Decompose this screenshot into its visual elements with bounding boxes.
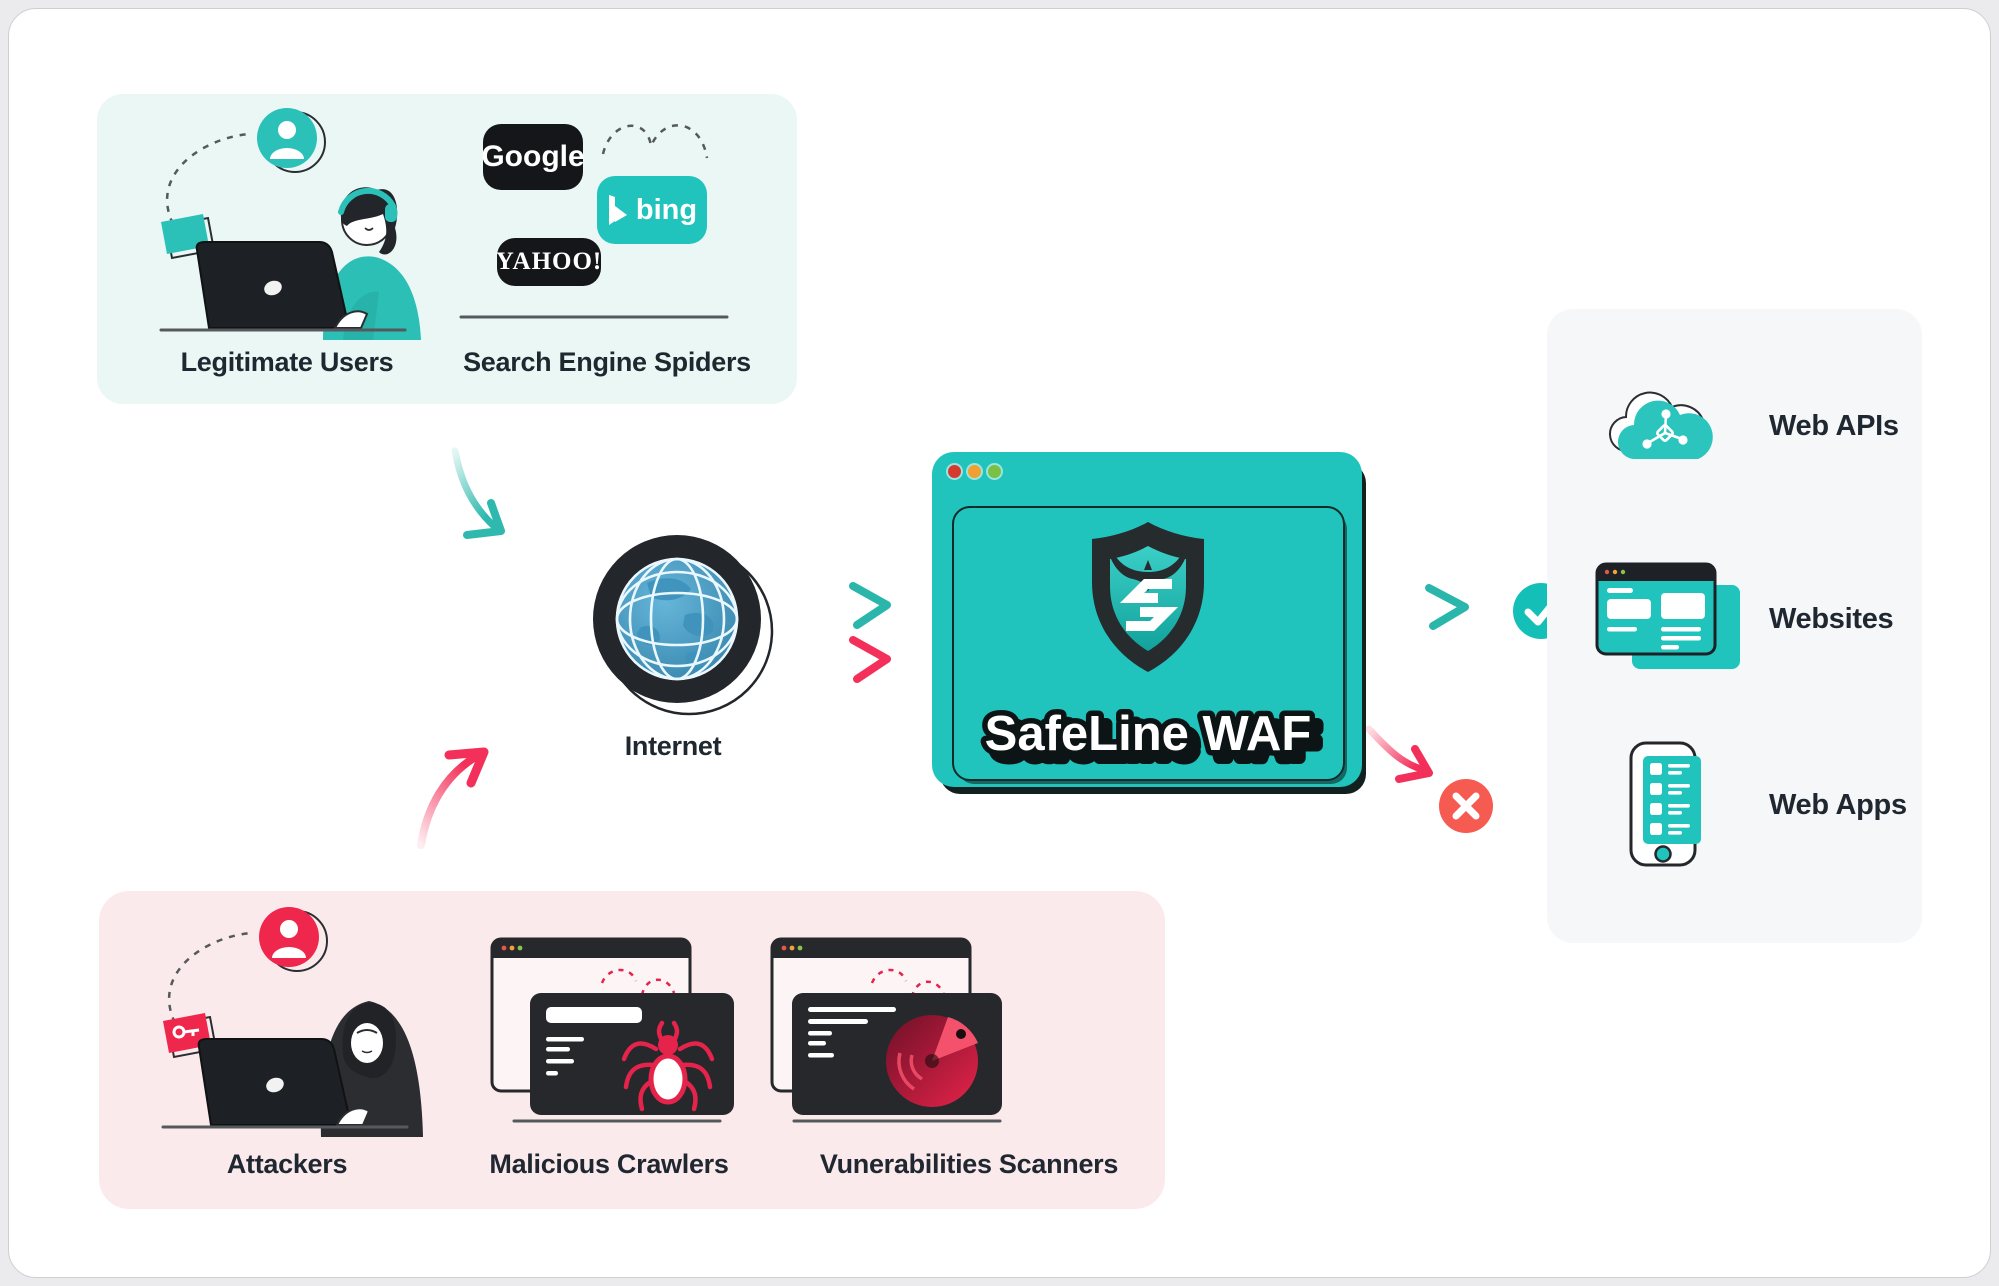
diagram-canvas: Google bing YAHOO! Legitimate Users Sear… <box>8 8 1991 1278</box>
waf-title: SafeLine WAF SafeLine WAF <box>979 702 1325 774</box>
safeline-shield-logo-icon <box>1092 522 1204 672</box>
dashed-signal-icon <box>870 968 946 998</box>
terminal-lines <box>546 1007 642 1076</box>
bing-logo-chip: bing <box>597 176 707 244</box>
websites-label: Websites <box>1769 603 1894 635</box>
arrow-trusted-to-internet <box>451 447 505 539</box>
web-apis-label: Web APIs <box>1769 410 1899 442</box>
dashed-path-icon <box>167 931 252 1024</box>
search-engine-spiders-label: Search Engine Spiders <box>463 347 751 377</box>
arrow-internet-to-waf-allowed <box>797 582 891 629</box>
browser-window-icon <box>1595 562 1740 669</box>
spider-icon <box>621 1020 715 1112</box>
safeline-waf-window: SafeLine WAF SafeLine WAF <box>932 452 1362 787</box>
yahoo-logo-chip: YAHOO! <box>495 238 603 286</box>
minimize-dot-icon <box>968 465 981 478</box>
vulnerability-scanner-icon <box>770 937 1002 1123</box>
api-node-dots <box>1642 409 1688 449</box>
trusted-traffic-panel: Google bing YAHOO! Legitimate Users Sear… <box>97 94 797 404</box>
threats-panel: Attackers Malicious Crawlers Vunerabilit… <box>99 891 1165 1209</box>
waf-inner-frame: SafeLine WAF SafeLine WAF <box>952 506 1345 781</box>
dashed-path-icon <box>165 132 250 225</box>
person-figure <box>323 187 421 340</box>
app-list-rows <box>1650 763 1690 835</box>
arrow-internet-to-waf-malicious <box>797 636 891 683</box>
maximize-dot-icon <box>988 465 1001 478</box>
yahoo-logo-text: YAHOO! <box>495 248 603 275</box>
arrow-waf-to-blocked <box>1365 725 1433 783</box>
arrow-attackers-to-internet <box>417 747 489 849</box>
desk-line <box>459 315 729 319</box>
browser-content-blocks <box>1607 588 1705 650</box>
legitimate-user-illustration <box>159 108 421 340</box>
globe-grid <box>615 557 739 681</box>
malicious-crawlers-label: Malicious Crawlers <box>489 1149 729 1179</box>
waf-title-shadow-text: SafeLine WAF <box>993 715 1320 769</box>
waf-title-text: SafeLine WAF <box>985 707 1312 761</box>
x-icon <box>1452 792 1480 820</box>
window-traffic-lights <box>948 465 1001 478</box>
terminal-lines <box>808 1007 896 1058</box>
bing-logo-text: bing <box>635 193 698 226</box>
dashed-web-icon <box>600 968 676 996</box>
google-logo-text: Google <box>481 140 585 173</box>
internet-globe-icon <box>593 535 774 716</box>
close-dot-icon <box>948 465 961 478</box>
blocked-badge <box>1439 779 1493 833</box>
legitimate-users-label: Legitimate Users <box>180 347 394 377</box>
protected-destinations-panel: Web APIs Websites <box>1547 309 1922 943</box>
user-avatar-icon <box>257 108 326 173</box>
laptop-icon <box>197 1038 371 1126</box>
attacker-illustration <box>161 907 423 1137</box>
radar-icon <box>886 1015 978 1107</box>
shield-s-glyph <box>1119 579 1179 631</box>
attacker-avatar-icon <box>259 907 328 972</box>
internet-label: Internet <box>624 731 722 761</box>
web-apps-label: Web Apps <box>1769 789 1907 821</box>
arrow-waf-to-allowed <box>1367 584 1469 630</box>
malicious-crawler-icon <box>490 937 734 1123</box>
cloud-api-icon <box>1609 391 1713 460</box>
dashed-curl-icon <box>601 124 709 159</box>
key-icon <box>172 1025 200 1039</box>
attackers-label: Attackers <box>226 1149 348 1179</box>
google-logo-chip: Google <box>481 124 585 190</box>
bing-b-icon <box>608 195 627 225</box>
mobile-app-icon <box>1629 741 1701 867</box>
laptop-icon <box>195 241 369 329</box>
vulnerability-scanners-label: Vunerabilities Scanners <box>819 1149 1119 1179</box>
